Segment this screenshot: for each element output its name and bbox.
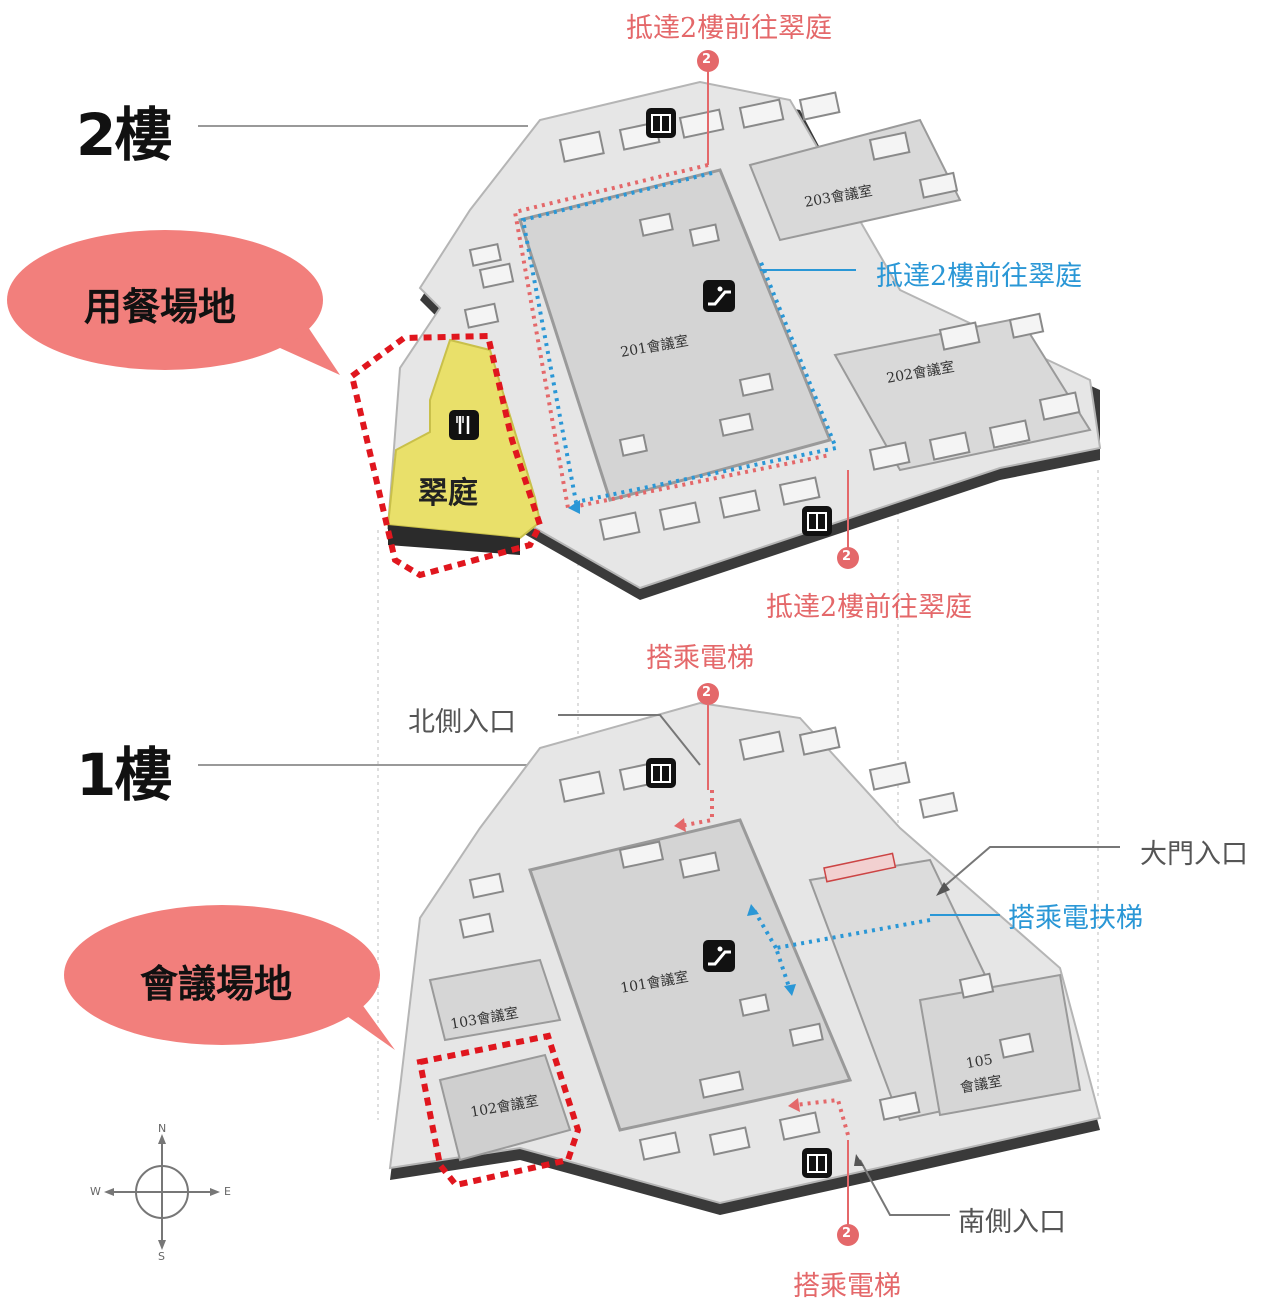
elevator-label-bottom: 搭乘電梯 bbox=[793, 1271, 901, 1302]
floor1-label: 1樓 bbox=[76, 741, 172, 809]
step-marker-number: 2 bbox=[842, 1226, 852, 1241]
elevator-label-top: 搭乘電梯 bbox=[646, 643, 754, 674]
compass-east: E bbox=[224, 1185, 231, 1198]
floor2-building bbox=[386, 80, 1102, 600]
meeting-bubble bbox=[64, 905, 395, 1050]
step-marker-2-floor1-top bbox=[697, 683, 719, 705]
arrive-floor2-label-bottom: 抵達2樓前往翠庭 bbox=[766, 592, 973, 623]
floor2-label: 2樓 bbox=[76, 101, 172, 169]
step-marker-2-floor2-bottom bbox=[837, 547, 859, 569]
arrive-floor2-label-right: 抵達2樓前往翠庭 bbox=[876, 261, 1083, 292]
north-entrance-label: 北側入口 bbox=[408, 707, 516, 738]
compass-south: S bbox=[158, 1250, 165, 1263]
elevator-icon bbox=[802, 1148, 832, 1178]
elevator-icon bbox=[802, 506, 832, 536]
step-marker-2-top bbox=[697, 50, 719, 72]
step-marker-number: 2 bbox=[702, 685, 712, 700]
cuiting-label: 翠庭 bbox=[418, 476, 478, 511]
arrive-floor2-label-top: 抵達2樓前往翠庭 bbox=[626, 13, 833, 44]
step-marker-number: 2 bbox=[842, 549, 852, 564]
dining-bubble bbox=[7, 230, 340, 375]
elevator-icon bbox=[646, 108, 676, 138]
step-marker-2-floor1-bottom bbox=[837, 1224, 859, 1246]
meeting-bubble-text: 會議場地 bbox=[140, 962, 293, 1006]
compass-north: N bbox=[158, 1122, 167, 1135]
main-entrance-label: 大門入口 bbox=[1140, 839, 1248, 870]
dining-bubble-text: 用餐場地 bbox=[84, 285, 237, 329]
route-blue-floor2 bbox=[520, 171, 839, 505]
floor1-building bbox=[388, 701, 1102, 1215]
escalator-icon bbox=[703, 940, 735, 972]
route-red-floor1-north bbox=[679, 790, 714, 828]
route-red-floor1-south bbox=[794, 1097, 850, 1136]
escalator-icon bbox=[703, 280, 735, 312]
restaurant-icon bbox=[449, 410, 479, 440]
escalator-label: 搭乘電扶梯 bbox=[1008, 903, 1143, 934]
compass-west: W bbox=[90, 1185, 101, 1198]
step-marker-number: 2 bbox=[702, 52, 712, 67]
south-entrance-label: 南側入口 bbox=[958, 1207, 1066, 1238]
route-red-floor2 bbox=[512, 163, 831, 511]
meeting-highlight-box bbox=[416, 1032, 582, 1189]
elevator-icon bbox=[646, 758, 676, 788]
route-blue-floor1 bbox=[773, 918, 931, 991]
compass-icon bbox=[104, 1134, 220, 1250]
